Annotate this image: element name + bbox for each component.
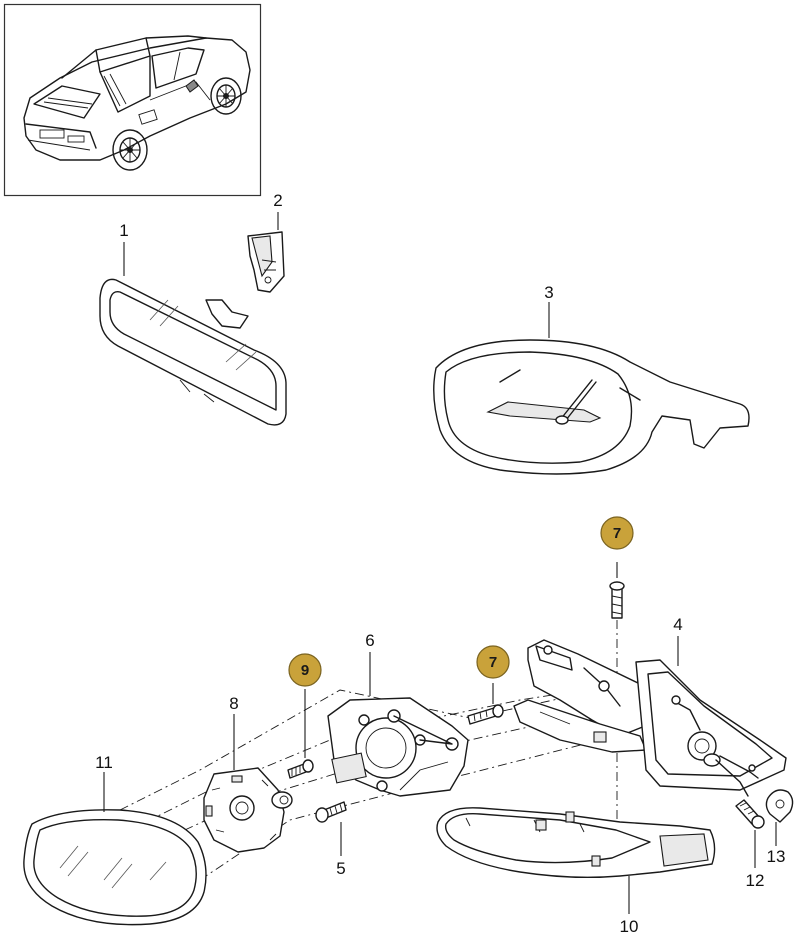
mirror-arm-bracket bbox=[513, 639, 659, 753]
part-6-adjustment-motor bbox=[327, 697, 469, 797]
callout-12: 12 bbox=[746, 871, 765, 890]
leader-lines bbox=[103, 212, 777, 914]
vehicle-inset bbox=[3, 3, 262, 197]
callout-1: 1 bbox=[119, 221, 128, 240]
callout-4: 4 bbox=[673, 615, 682, 634]
rear-wheel-icon bbox=[112, 129, 148, 171]
callout-5: 5 bbox=[336, 859, 345, 878]
part-13-clip bbox=[765, 789, 794, 823]
callout-8: 8 bbox=[229, 694, 238, 713]
part-8-carrier-plate bbox=[203, 767, 293, 853]
callout-13: 13 bbox=[767, 847, 786, 866]
part-10-base-cover bbox=[436, 807, 716, 879]
badge-9-label: 9 bbox=[301, 662, 309, 679]
car-outline-icon bbox=[23, 35, 251, 171]
badge-7-upper: 7 bbox=[600, 516, 634, 550]
badge-7-lower-label: 7 bbox=[489, 654, 497, 671]
part-11-mirror-glass bbox=[23, 809, 207, 926]
callouts: 1 2 3 4 6 8 11 5 10 12 13 bbox=[95, 191, 785, 936]
badge-7-upper-label: 7 bbox=[613, 525, 621, 542]
part-2-mount-cover bbox=[247, 231, 285, 293]
part-5-screw bbox=[315, 801, 347, 823]
part-9-screw bbox=[287, 759, 314, 779]
front-wheel-icon bbox=[210, 77, 242, 115]
part-12-screw bbox=[735, 799, 765, 829]
part-3-mirror-housing bbox=[433, 339, 750, 475]
part-4-mirror-base bbox=[635, 659, 787, 797]
callout-2: 2 bbox=[273, 191, 282, 210]
part-1-interior-mirror bbox=[99, 278, 287, 426]
callout-6: 6 bbox=[365, 631, 374, 650]
badge-9: 9 bbox=[288, 653, 322, 687]
callout-3: 3 bbox=[544, 283, 553, 302]
part-7-screw-left bbox=[467, 704, 504, 725]
badge-callouts: 7 7 9 bbox=[288, 516, 634, 687]
part-7-screw-upper bbox=[609, 581, 625, 619]
callout-11: 11 bbox=[95, 753, 113, 772]
callout-10: 10 bbox=[620, 917, 639, 936]
badge-7-lower: 7 bbox=[476, 645, 510, 679]
